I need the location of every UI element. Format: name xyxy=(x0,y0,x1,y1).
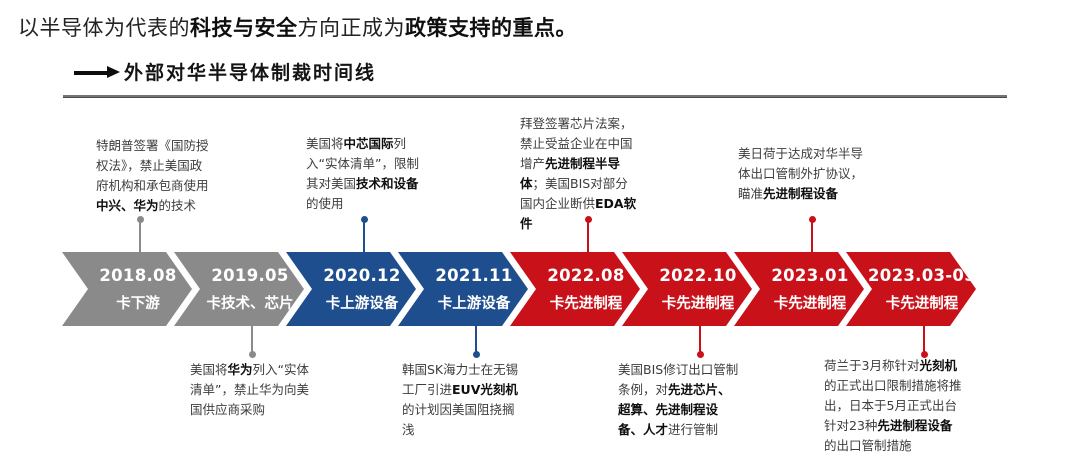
annotation-top-2023-01: 美日荷于达成对华半导体出口管制外扩协议，瞄准先进制程设备 xyxy=(738,146,864,201)
event-label: 卡下游 xyxy=(116,295,160,312)
right-arrow-icon xyxy=(74,66,120,79)
connector-line xyxy=(584,216,592,252)
event-date: 2022.08 xyxy=(547,265,625,285)
annotation-top-2022-08: 拜登签署芯片法案，禁止受益企业在中国增产先进制程半导体；美国BIS对部分国内企业… xyxy=(520,116,637,231)
connector-dot xyxy=(472,351,480,358)
arrow-head xyxy=(107,66,120,78)
connector-dot xyxy=(920,351,928,358)
divider-line xyxy=(63,95,1007,98)
event-date: 2018.08 xyxy=(99,265,177,285)
event-label: 卡先进制程 xyxy=(885,295,959,312)
event-label: 卡技术、芯片 xyxy=(206,295,294,312)
annotation-bottom-2021-11: 韩国SK海力士在无锡工厂引进EUV光刻机的计划因美国阻挠搁浅 xyxy=(402,362,519,437)
section-title: 外部对华半导体制裁时间线 xyxy=(124,62,377,84)
event-label: 卡先进制程 xyxy=(773,295,847,312)
event-label: 卡上游设备 xyxy=(325,295,399,312)
timeline-event-2022-08: 2022.08 卡先进制程 xyxy=(510,252,640,326)
arrow-shaft xyxy=(74,71,108,75)
annotation-bottom-2022-10: 美国BIS修订出口管制条例，对先进芯片、超算、先进制程设备、人才进行管制 xyxy=(618,362,739,437)
event-date: 2020.12 xyxy=(323,265,401,285)
annotation-top-2018-08: 特朗普签署《国防授权法》，禁止美国政府机构和承包商使用中兴、华为的技术 xyxy=(96,138,209,213)
connector-dot xyxy=(248,351,256,358)
event-date: 2023.03-05 xyxy=(868,265,976,285)
timeline-event-2022-10: 2022.10 卡先进制程 xyxy=(622,252,752,326)
connector-line xyxy=(808,216,816,252)
connector-line xyxy=(136,216,144,252)
connector-dot xyxy=(696,351,704,358)
connector-line xyxy=(920,326,928,358)
timeline-event-2018-08: 2018.08 卡下游 xyxy=(62,252,192,326)
event-label: 卡先进制程 xyxy=(549,295,623,312)
annotation-bottom-2019-05: 美国将华为列入“实体清单”，禁止华为向美国供应商采购 xyxy=(190,362,310,417)
connector-dot xyxy=(136,216,144,223)
connector-line xyxy=(360,216,368,252)
annotation-top-2020-12: 美国将中芯国际列入“实体清单”，限制其对美国技术和设备的使用 xyxy=(306,136,419,211)
timeline-event-2023-01: 2023.01 卡先进制程 xyxy=(734,252,864,326)
event-date: 2019.05 xyxy=(211,265,289,285)
timeline-event-2021-11: 2021.11 卡上游设备 xyxy=(398,252,528,326)
connector-line xyxy=(696,326,704,358)
event-date: 2022.10 xyxy=(659,265,737,285)
page-title: 以半导体为代表的科技与安全方向正成为政策支持的重点。 xyxy=(18,16,577,40)
event-date: 2023.01 xyxy=(771,265,849,285)
timeline-event-2023-03-05: 2023.03-05 卡先进制程 xyxy=(846,252,976,326)
connector-dot xyxy=(584,216,592,223)
connector-dot xyxy=(808,216,816,223)
annotation-bottom-2023-03-05: 荷兰于3月称针对光刻机的正式出口限制措施将推出，日本于5月正式出台针对23种先进… xyxy=(824,358,962,453)
event-label: 卡先进制程 xyxy=(661,295,735,312)
connector-line xyxy=(472,326,480,358)
connector-dot xyxy=(360,216,368,223)
event-label: 卡上游设备 xyxy=(437,295,511,312)
connector-line xyxy=(248,326,256,358)
timeline-event-2019-05: 2019.05 卡技术、芯片 xyxy=(174,252,304,326)
event-date: 2021.11 xyxy=(435,265,513,285)
timeline-event-2020-12: 2020.12 卡上游设备 xyxy=(286,252,416,326)
